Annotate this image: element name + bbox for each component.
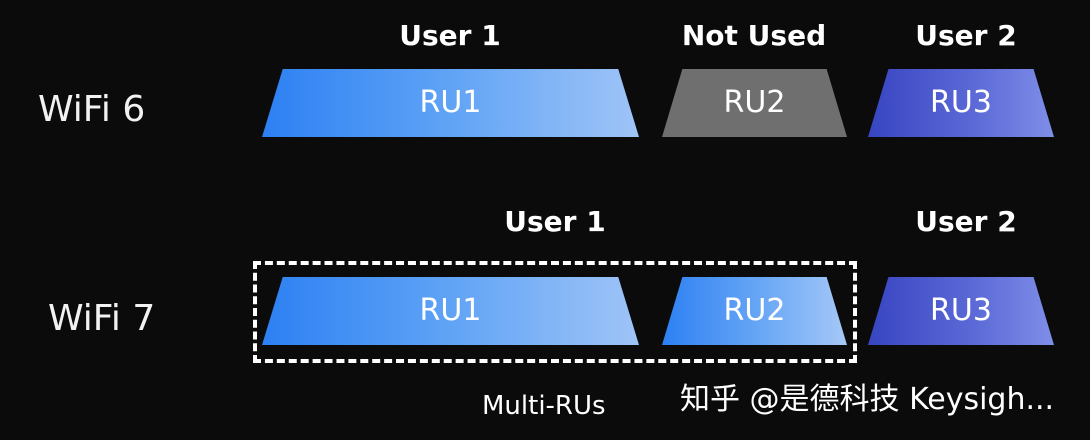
- wifi6-row-label: WiFi 6: [38, 89, 146, 130]
- multi-ru-dashed-box: [253, 261, 857, 363]
- multi-ru-label: Multi-RUs: [482, 391, 606, 421]
- wifi7-user1-label: User 1: [504, 205, 606, 238]
- wifi7-user2-label: User 2: [915, 205, 1017, 238]
- wifi6-user1-label: User 1: [399, 19, 501, 52]
- wifi6-user2-label: User 2: [915, 19, 1017, 52]
- wifi7-ru1-label: RU1: [419, 293, 482, 328]
- watermark-text: 知乎 @是德科技 Keysigh...: [680, 382, 1055, 417]
- wifi6-ru3-label: RU3: [930, 85, 992, 120]
- wifi6-ru2-label: RU2: [723, 85, 786, 120]
- wifi7-ru2-block: RU2: [662, 277, 847, 345]
- wifi7-ru3-block: RU3: [868, 277, 1054, 345]
- wifi6-ru1-label: RU1: [419, 85, 482, 120]
- wifi7-ru2-label: RU2: [723, 293, 786, 328]
- wifi6-ru3-block: RU3: [868, 69, 1054, 137]
- wifi7-ru1-block: RU1: [262, 277, 639, 345]
- wifi7-row-label: WiFi 7: [48, 298, 156, 339]
- wifi6-ru1-block: RU1: [262, 69, 639, 137]
- wifi6-not-used-label: Not Used: [681, 19, 827, 52]
- wifi7-ru3-label: RU3: [930, 293, 992, 328]
- wifi6-ru2-block: RU2: [662, 69, 847, 137]
